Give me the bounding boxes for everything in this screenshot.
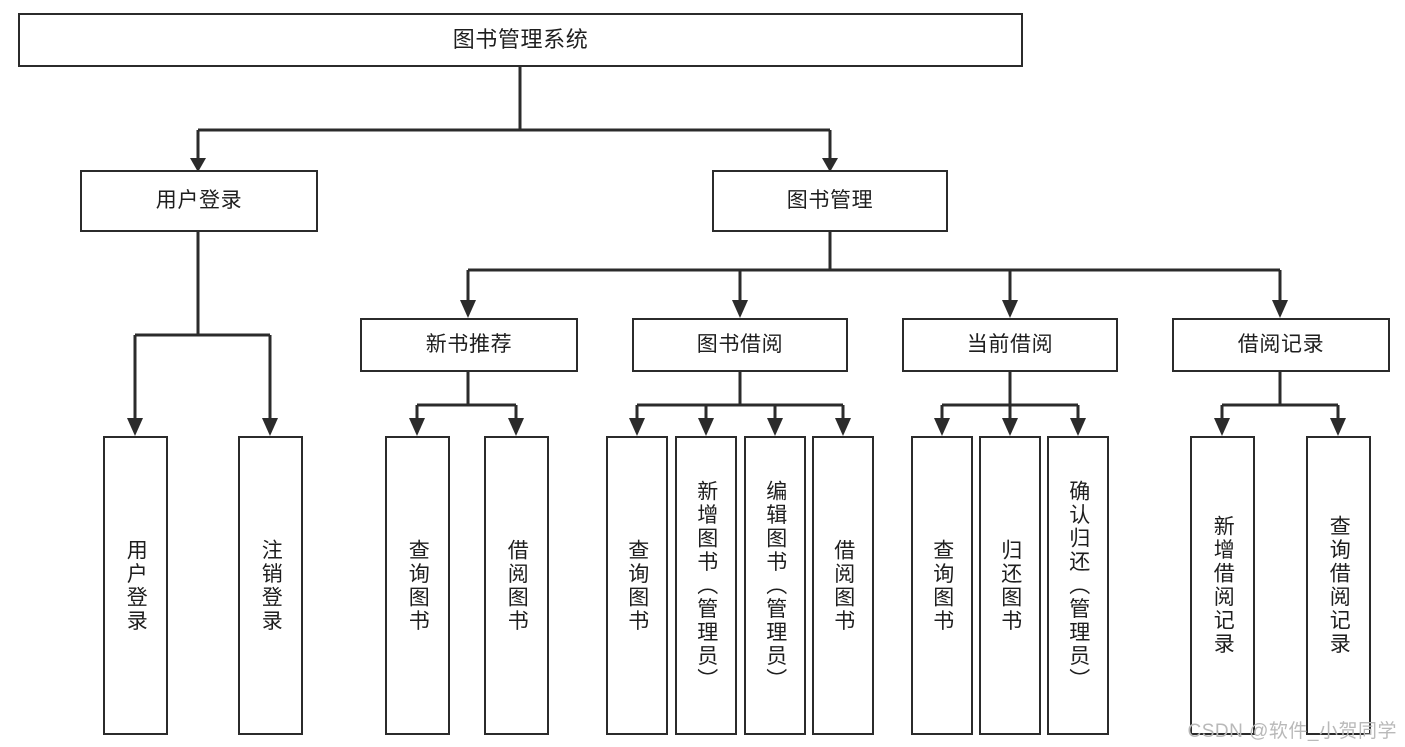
node-borrow-records[interactable]: 借阅记录 (1172, 318, 1390, 372)
leaf-current-borrow-query[interactable]: 查询图书 (911, 436, 973, 735)
leaf-book-borrow-borrow[interactable]: 借阅图书 (812, 436, 874, 735)
arrow-head-current-borrow (1002, 300, 1018, 318)
leaf-label-borrow-records-query: 查询借阅记录 (1327, 515, 1351, 656)
node-label-new-book-recommend: 新书推荐 (425, 332, 513, 356)
arrow-head-leaf-currentborrow-1 (934, 418, 950, 436)
leaf-label-book-borrow-edit: 编辑图书（管理员） (763, 479, 787, 692)
arrow-head-leaf-currentborrow-2 (1002, 418, 1018, 436)
leaf-label-new-book-query: 查询图书 (406, 538, 430, 633)
node-new-book-recommend[interactable]: 新书推荐 (360, 318, 578, 372)
arrow-head-leaf-currentborrow-3 (1070, 418, 1086, 436)
arrow-head-book-borrow (732, 300, 748, 318)
arrow-head-leaf-user-login-1 (127, 418, 143, 436)
leaf-label-book-borrow-borrow: 借阅图书 (831, 538, 855, 633)
arrow-head-borrow-records (1272, 300, 1288, 318)
arrow-head-leaf-newbook-2 (508, 418, 524, 436)
node-label-book-borrow: 图书借阅 (696, 332, 784, 356)
node-label-root: 图书管理系统 (452, 27, 589, 53)
leaf-borrow-records-query[interactable]: 查询借阅记录 (1306, 436, 1371, 735)
node-label-book-management: 图书管理 (786, 188, 874, 212)
leaf-new-book-borrow[interactable]: 借阅图书 (484, 436, 549, 735)
node-book-management[interactable]: 图书管理 (712, 170, 948, 232)
leaf-user-login-logout[interactable]: 注销登录 (238, 436, 303, 735)
leaf-book-borrow-add[interactable]: 新增图书（管理员） (675, 436, 737, 735)
leaf-label-user-login-logout: 注销登录 (259, 538, 283, 633)
arrow-head-new-book (460, 300, 476, 318)
node-label-user-login: 用户登录 (155, 188, 243, 212)
leaf-label-new-book-borrow: 借阅图书 (505, 538, 529, 633)
node-root-book-management-system[interactable]: 图书管理系统 (18, 13, 1023, 67)
arrow-head-leaf-bookborrow-4 (835, 418, 851, 436)
leaf-current-borrow-confirm-return[interactable]: 确认归还（管理员） (1047, 436, 1109, 735)
leaf-new-book-query[interactable]: 查询图书 (385, 436, 450, 735)
leaf-user-login-login[interactable]: 用户登录 (103, 436, 168, 735)
arrow-head-leaf-borrowrecords-2 (1330, 418, 1346, 436)
node-book-borrow[interactable]: 图书借阅 (632, 318, 848, 372)
watermark-text: CSDN @软件_小贺同学 (1187, 721, 1397, 742)
leaf-label-user-login-login: 用户登录 (124, 538, 148, 633)
leaf-borrow-records-add[interactable]: 新增借阅记录 (1190, 436, 1255, 735)
leaf-label-borrow-records-add: 新增借阅记录 (1211, 515, 1235, 656)
arrow-head-leaf-user-login-2 (262, 418, 278, 436)
arrow-head-leaf-newbook-1 (409, 418, 425, 436)
arrow-head-leaf-bookborrow-2 (698, 418, 714, 436)
arrow-head-leaf-bookborrow-1 (629, 418, 645, 436)
leaf-label-current-borrow-query: 查询图书 (930, 538, 954, 633)
leaf-label-book-borrow-add: 新增图书（管理员） (694, 479, 718, 692)
leaf-label-current-borrow-return: 归还图书 (998, 538, 1022, 633)
leaf-label-book-borrow-query: 查询图书 (625, 538, 649, 633)
leaf-label-current-borrow-confirm-return: 确认归还（管理员） (1066, 479, 1090, 692)
node-label-borrow-records: 借阅记录 (1237, 332, 1325, 356)
leaf-book-borrow-query[interactable]: 查询图书 (606, 436, 668, 735)
leaf-current-borrow-return[interactable]: 归还图书 (979, 436, 1041, 735)
arrow-head-leaf-bookborrow-3 (767, 418, 783, 436)
leaf-book-borrow-edit[interactable]: 编辑图书（管理员） (744, 436, 806, 735)
node-current-borrow[interactable]: 当前借阅 (902, 318, 1118, 372)
node-label-current-borrow: 当前借阅 (966, 332, 1054, 356)
node-user-login[interactable]: 用户登录 (80, 170, 318, 232)
arrow-head-leaf-borrowrecords-1 (1214, 418, 1230, 436)
